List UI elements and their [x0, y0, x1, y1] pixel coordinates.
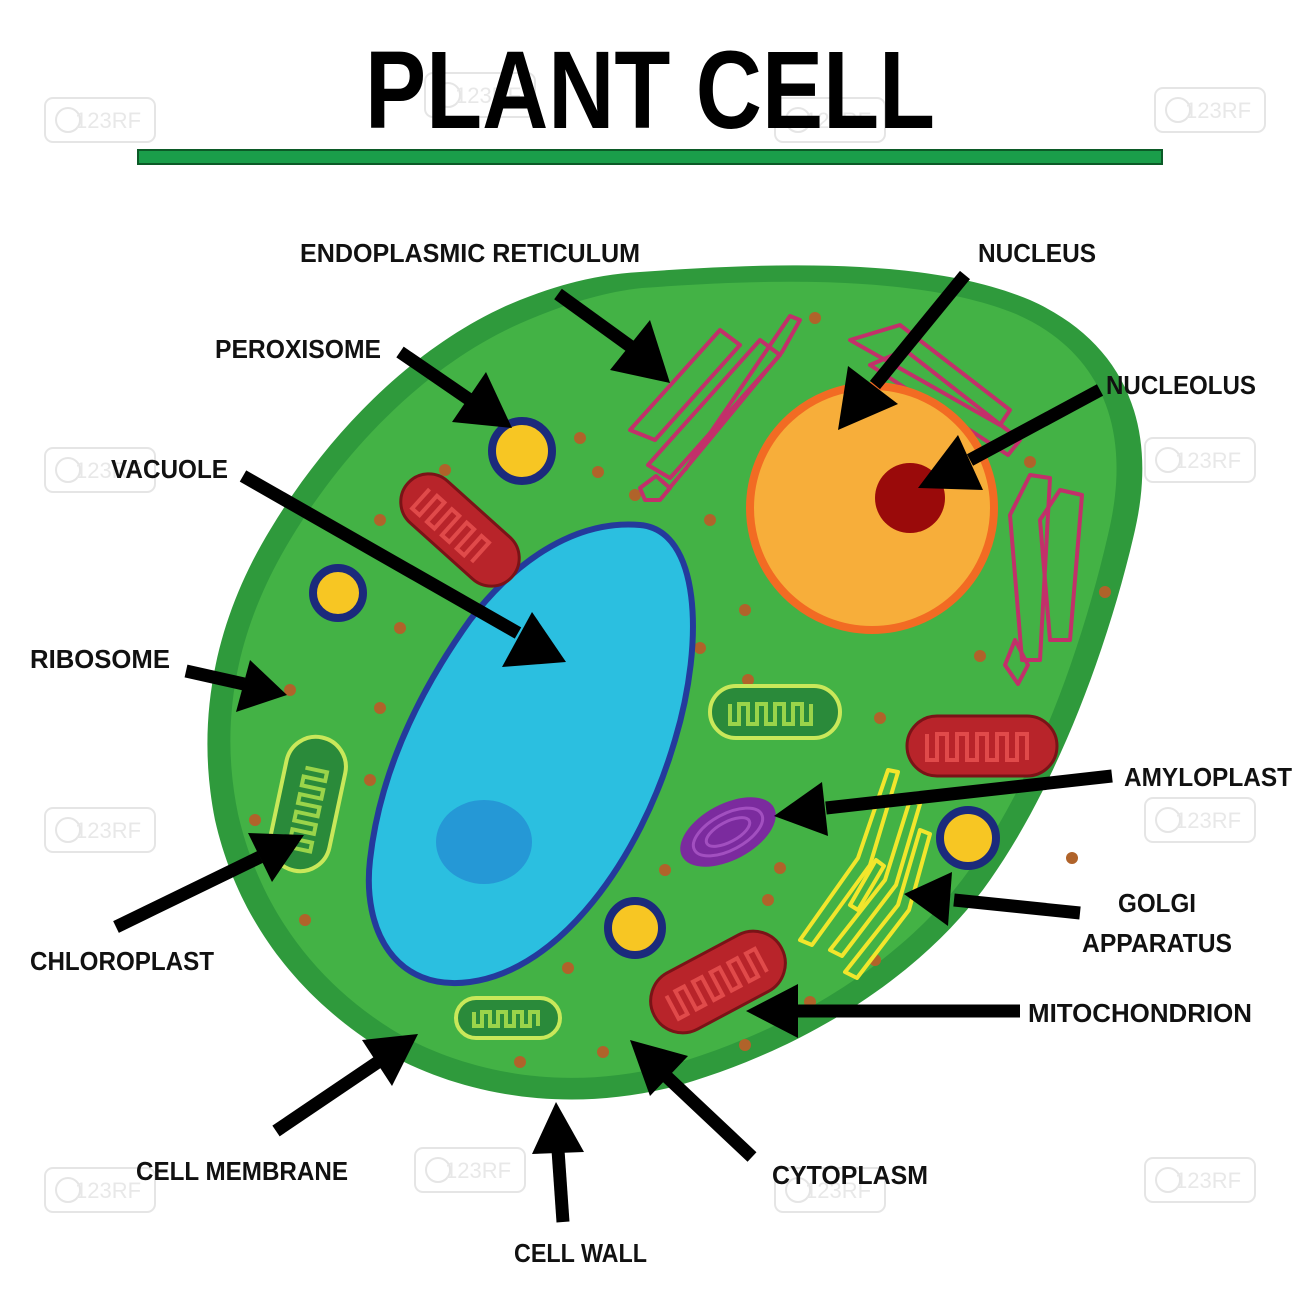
arrow-amyloplast — [774, 769, 1113, 836]
mitochondria — [399, 472, 1059, 1035]
page-title: PLANT CELL — [365, 29, 935, 152]
arrow-cytoplasm — [630, 1040, 757, 1162]
arrow-peroxisome — [396, 346, 512, 428]
arrow-golgi-apparatus — [904, 872, 1081, 926]
label-cell-wall: CELL WALL — [514, 1238, 647, 1268]
arrow-nucleus — [838, 270, 971, 430]
pointer-arrows — [113, 270, 1113, 1223]
label-golgi-line2: APPARATUS — [1082, 928, 1232, 958]
label-endoplasmic-reticulum: ENDOPLASMIC RETICULUM — [300, 238, 640, 268]
label-peroxisome: PEROXISOME — [215, 334, 381, 364]
amyloplast — [680, 797, 776, 867]
label-vacuole: VACUOLE — [111, 454, 228, 484]
arrow-cell-wall — [532, 1102, 584, 1223]
label-ribosome: RIBOSOME — [30, 644, 170, 674]
arrow-vacuole — [239, 470, 566, 667]
arrow-ribosome — [184, 660, 287, 712]
label-nucleolus: NUCLEOLUS — [1106, 370, 1256, 400]
label-cytoplasm: CYTOPLASM — [772, 1160, 928, 1190]
title-underline — [137, 149, 1163, 165]
label-cell-membrane: CELL MEMBRANE — [136, 1156, 348, 1186]
arrow-endoplasmic-reticulum — [554, 288, 670, 383]
peroxisomes — [309, 417, 1000, 959]
arrow-nucleolus — [918, 384, 1104, 490]
nucleus — [746, 382, 998, 634]
label-chloroplast: CHLOROPLAST — [30, 946, 214, 976]
label-amyloplast: AMYLOPLAST — [1124, 762, 1292, 792]
labels: ENDOPLASMIC RETICULUM NUCLEUS PEROXISOME… — [30, 238, 1292, 1268]
arrow-cell-membrane — [272, 1034, 418, 1137]
label-golgi-line1: GOLGI — [1118, 888, 1196, 918]
vacuole — [365, 521, 696, 987]
arrow-chloroplast — [113, 833, 304, 933]
arrow-mitochondrion — [746, 984, 1020, 1038]
label-nucleus: NUCLEUS — [978, 238, 1096, 268]
label-mitochondrion: MITOCHONDRION — [1028, 998, 1252, 1028]
